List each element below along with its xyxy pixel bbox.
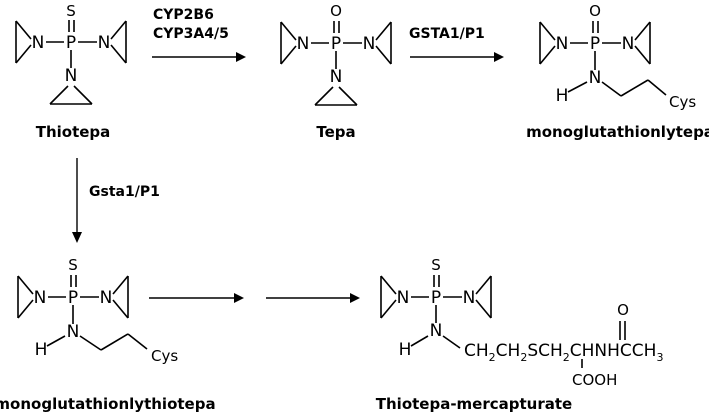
- compound-label-thiotepa-mercapturate: Thiotepa-mercapturate: [376, 395, 572, 413]
- side-chain-text: CH2CH2SCH2CHNHCCH3: [464, 341, 663, 364]
- monoglutathionlytepa-structure: N P O N N H Cys: [539, 2, 696, 111]
- tepa-structure: N P O N N: [280, 2, 392, 106]
- enzyme-label-gsta1: GSTA1/P1: [409, 26, 485, 42]
- atom-n: N: [330, 67, 343, 87]
- atom-n: N: [65, 66, 78, 86]
- atom-cys: Cys: [669, 93, 696, 111]
- atom-n: N: [463, 288, 476, 308]
- atom-p: P: [68, 288, 78, 308]
- monoglutathionlythiotepa-structure: N P S N N H Cys: [17, 256, 178, 365]
- enzyme-label-gsta1-mouse: Gsta1/P1: [89, 184, 160, 200]
- atom-s: S: [66, 2, 76, 20]
- atom-n: N: [32, 33, 45, 53]
- atom-h: H: [35, 340, 48, 360]
- compound-label-tepa: Tepa: [316, 123, 355, 141]
- atom-n: N: [556, 34, 569, 54]
- enzyme-label-cyp3a4: CYP3A4/5: [153, 26, 229, 42]
- atom-o: O: [589, 2, 601, 20]
- compound-label-monoglutathionlythiotepa: monoglutathionlythiotepa: [0, 395, 216, 413]
- atom-n: N: [430, 321, 443, 341]
- atom-o: O: [330, 2, 342, 20]
- atom-n: N: [589, 68, 602, 88]
- atom-cys: Cys: [151, 347, 178, 365]
- atom-p: P: [66, 33, 76, 53]
- atom-n: N: [297, 34, 310, 54]
- atom-s: S: [431, 256, 441, 274]
- atom-s: S: [68, 256, 78, 274]
- enzyme-label-cyp2b6: CYP2B6: [153, 7, 214, 23]
- atom-n: N: [363, 34, 376, 54]
- atom-cooh: COOH: [572, 371, 617, 389]
- atom-n: N: [100, 288, 113, 308]
- thiotepa-structure: N P S N N: [15, 2, 127, 105]
- atom-n: N: [67, 322, 80, 342]
- atom-h: H: [399, 340, 412, 360]
- atom-n: N: [34, 288, 47, 308]
- atom-n: N: [622, 34, 635, 54]
- atom-o: O: [617, 301, 629, 319]
- atom-p: P: [431, 288, 441, 308]
- atom-n: N: [397, 288, 410, 308]
- atom-h: H: [556, 86, 569, 106]
- thiotepa-mercapturate-structure: N P S N N H CH2CH2SCH2CHNHCCH3 O COOH: [380, 256, 663, 389]
- atom-n: N: [98, 33, 111, 53]
- atom-p: P: [590, 34, 600, 54]
- compound-label-monoglutathionlytepa: monoglutathionlytepa: [526, 123, 709, 141]
- compound-label-thiotepa: Thiotepa: [36, 123, 111, 141]
- atom-p: P: [331, 34, 341, 54]
